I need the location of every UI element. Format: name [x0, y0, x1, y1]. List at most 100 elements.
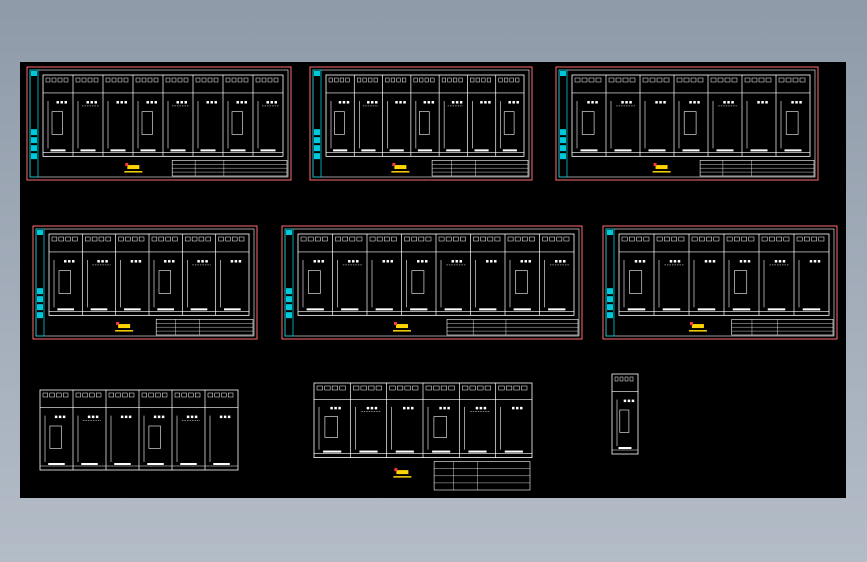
nameplate [375, 308, 393, 311]
meter-icon [649, 77, 656, 83]
meter-icon [122, 392, 128, 398]
meter-icon [339, 77, 344, 83]
indicator-icon [439, 406, 442, 410]
sheet-4[interactable] [32, 225, 258, 340]
sheet-6[interactable] [602, 225, 838, 340]
meter-icon [207, 77, 213, 83]
breaker-icon [141, 111, 153, 135]
meter-icon [42, 392, 48, 398]
breaker-icon [581, 111, 595, 135]
meter-icon [93, 77, 99, 83]
logo-icon [118, 324, 131, 329]
nameplate [513, 308, 531, 311]
meter-icon [615, 77, 622, 83]
indicator-icon [128, 415, 132, 419]
meter-icon [574, 77, 581, 83]
sheet-9[interactable] [611, 373, 639, 455]
meter-icon [691, 236, 698, 242]
indicator-icon [451, 260, 455, 263]
indicator-icon [689, 101, 692, 104]
meter-icon [683, 77, 690, 83]
side-strip-block [286, 296, 292, 303]
meter-icon [697, 77, 704, 83]
sheet-8[interactable] [313, 382, 533, 491]
indicator-icon [483, 406, 487, 410]
indicator-icon [58, 415, 62, 419]
indicator-icon [72, 260, 75, 263]
meter-icon [243, 77, 249, 83]
corner-mark [286, 230, 292, 235]
indicator-icon [723, 101, 726, 104]
nameplate [627, 308, 646, 311]
side-strip [29, 69, 39, 178]
side-strip-block [37, 288, 43, 295]
indicator-icon [60, 101, 63, 104]
side-strip-block [31, 129, 37, 136]
sheet-2[interactable] [309, 66, 533, 181]
corner-mark [314, 71, 320, 76]
indicator-icon [157, 415, 161, 419]
indicator-icon [484, 101, 487, 104]
meter-icon [458, 77, 463, 83]
indicator-icon [62, 415, 66, 419]
indicator-icon [234, 260, 238, 263]
indicator-icon [270, 101, 273, 104]
indicator-icon [587, 101, 590, 104]
meter-icon [141, 77, 147, 83]
indicator-icon [739, 260, 743, 263]
nameplate [502, 149, 517, 152]
indicator-icon [223, 415, 227, 419]
meter-icon [232, 236, 238, 242]
indicator-icon [395, 101, 398, 104]
side-strip-block [314, 153, 320, 160]
breaker-icon [148, 425, 161, 449]
indicator-icon [64, 101, 67, 104]
side-strip-block [314, 145, 320, 152]
indicator-icon [516, 406, 519, 410]
indicator-icon [124, 101, 127, 104]
meter-icon [82, 392, 88, 398]
meter-icon [65, 236, 71, 242]
meter-icon [498, 385, 505, 391]
indicator-icon [374, 406, 378, 410]
meter-icon [430, 77, 435, 83]
nameplate [417, 149, 433, 152]
nameplate [479, 308, 497, 311]
nameplate [750, 149, 768, 152]
meter-icon [316, 385, 323, 391]
indicator-icon [240, 101, 243, 104]
indicator-icon [194, 415, 198, 419]
meter-icon [412, 385, 419, 391]
meter-icon [342, 236, 348, 242]
meter-icon [748, 236, 755, 242]
meter-icon [447, 77, 452, 83]
nameplate [180, 463, 197, 465]
indicator-icon [230, 260, 234, 263]
indicator-icon [621, 101, 624, 104]
meter-icon [619, 376, 624, 382]
meter-icon [98, 236, 105, 242]
breaker-icon [515, 270, 528, 294]
meter-icon [629, 236, 635, 242]
side-strip-block [31, 137, 37, 144]
meter-icon [188, 392, 194, 398]
meter-icon [713, 236, 720, 242]
meter-icon [165, 77, 171, 83]
side-strip-block [286, 288, 292, 295]
sheet-3[interactable] [555, 66, 819, 181]
meter-icon [356, 236, 363, 242]
nameplate [444, 308, 462, 311]
meter-icon [484, 385, 491, 391]
cad-model-space[interactable] [20, 62, 846, 498]
meter-icon [63, 392, 69, 398]
indicator-icon [338, 406, 341, 410]
meter-icon [162, 392, 168, 398]
sheet-5[interactable] [281, 225, 583, 340]
indicator-icon [205, 260, 208, 263]
meter-icon [267, 77, 273, 83]
meter-icon [183, 77, 189, 83]
sheet-1[interactable] [26, 66, 292, 181]
indicator-icon [390, 260, 394, 263]
sheet-7[interactable] [39, 389, 239, 471]
indicator-icon [631, 399, 635, 403]
